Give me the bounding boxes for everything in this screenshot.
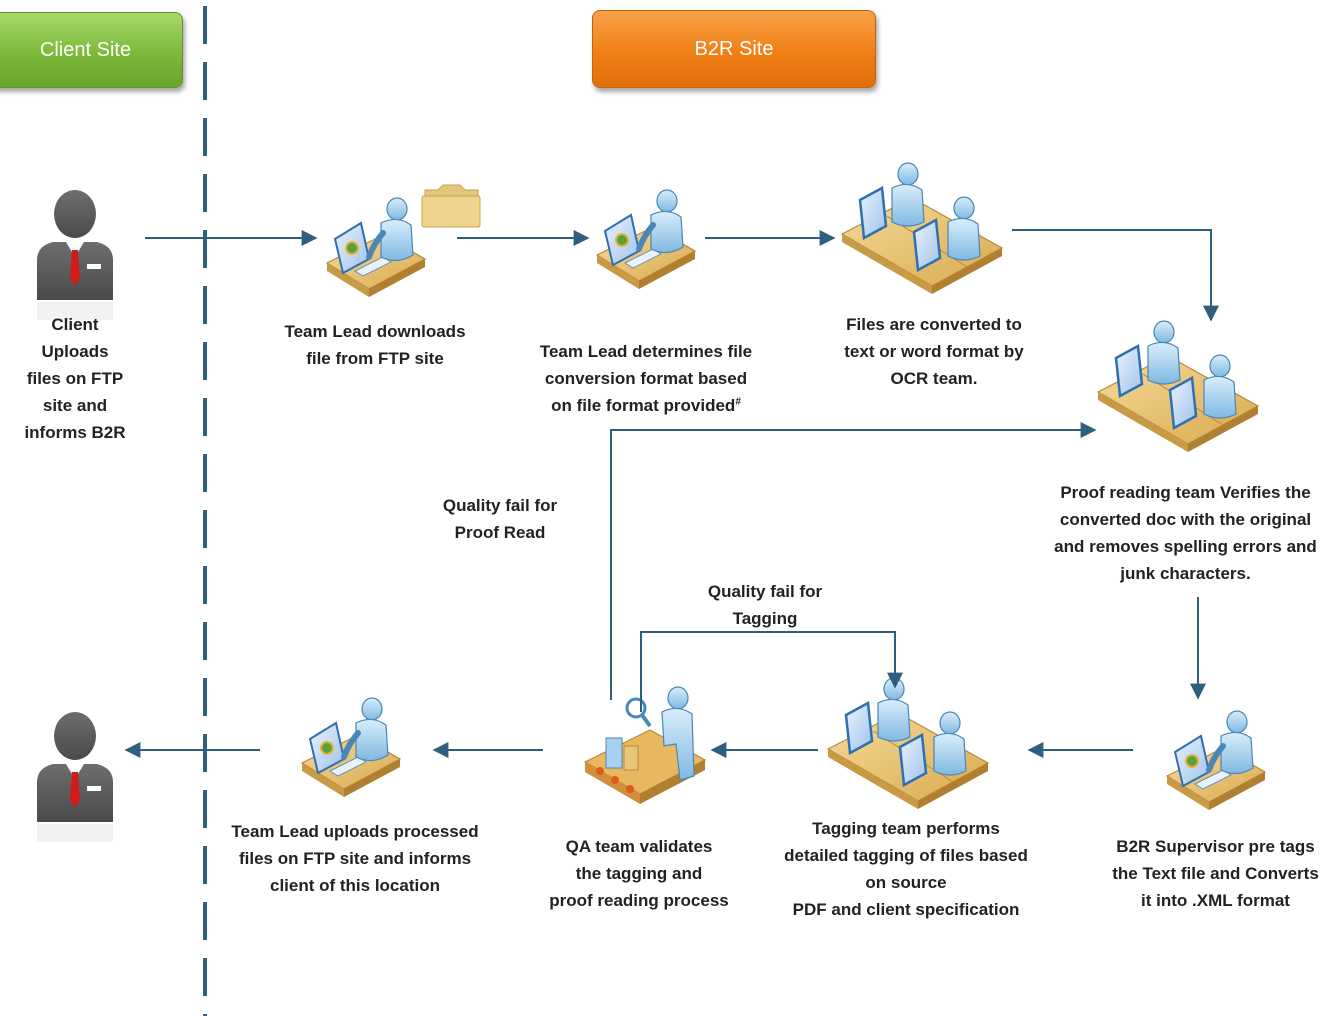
team-workers-icon	[1096, 319, 1260, 454]
label-client-upload: Client Uploads files on FTP site and inf…	[24, 315, 126, 442]
qa-inspector-icon	[583, 686, 707, 804]
label-fail-tagging: Quality fail for Tagging	[707, 582, 823, 628]
folder-icon	[421, 184, 481, 228]
label-tagging: Tagging team performs detailed tagging o…	[784, 819, 1028, 919]
flow-arrows	[124, 229, 1219, 758]
label-determine-wrap: Team Lead determines file conversion for…	[505, 311, 787, 419]
single-worker-icon	[1167, 711, 1265, 810]
label-determine: Team Lead determines file conversion for…	[539, 342, 753, 415]
client-site-header: Client Site	[0, 12, 183, 88]
feedback-arrow-tagging	[640, 631, 903, 712]
label-download: Team Lead downloads file from FTP site	[284, 322, 466, 368]
single-worker-icon	[302, 698, 400, 797]
single-worker-icon	[327, 198, 425, 297]
client-person-icon	[37, 190, 113, 320]
team-workers-icon	[840, 161, 1004, 296]
label-upload-back: Team Lead uploads processed files on FTP…	[231, 822, 479, 895]
label-supervisor: B2R Supervisor pre tags the Text file an…	[1112, 837, 1319, 910]
b2r-site-header: B2R Site	[592, 10, 876, 88]
feedback-arrow-proofread	[610, 422, 1097, 700]
footnote-mark: #	[735, 396, 741, 408]
label-fail-proofread: Quality fail for Proof Read	[442, 496, 558, 542]
client-person-icon	[37, 712, 113, 842]
label-qa: QA team validates the tagging and proof …	[549, 837, 729, 910]
label-ocr: Files are converted to text or word form…	[844, 315, 1024, 388]
label-proofread: Proof reading team Verifies the converte…	[1054, 483, 1317, 583]
single-worker-icon	[597, 190, 695, 289]
team-workers-icon	[826, 676, 990, 811]
